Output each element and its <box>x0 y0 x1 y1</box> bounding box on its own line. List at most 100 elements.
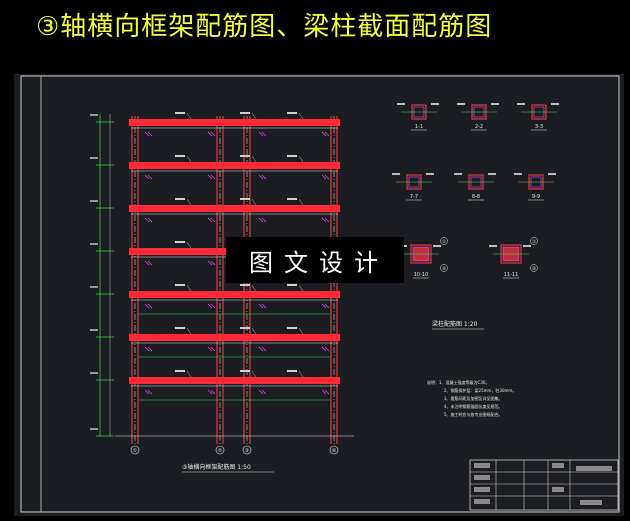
axis-bubble <box>242 445 252 455</box>
title-block <box>469 459 619 511</box>
rebar-annotation <box>175 370 185 372</box>
leader-line <box>251 284 257 292</box>
section-annotation <box>517 103 525 105</box>
elevation-mark <box>90 114 98 116</box>
section-annotation <box>426 173 434 175</box>
leader-line <box>186 327 192 335</box>
elevation-mark <box>90 372 98 374</box>
axis-marker-label: ② <box>218 448 223 454</box>
leader-line <box>186 370 192 378</box>
section-marker-label: ① <box>442 239 446 245</box>
stirrup-mark <box>207 346 216 352</box>
rebar-annotation <box>240 198 250 200</box>
section-annotation <box>548 173 556 175</box>
stirrup-mark <box>144 131 153 137</box>
rebar-annotation <box>240 284 250 286</box>
leader-line <box>251 198 257 206</box>
stirrup-mark <box>258 389 267 395</box>
leader-line <box>251 327 257 335</box>
section-marker-bubble <box>530 237 538 245</box>
notes-line: 2、钢筋保护层：梁25mm，柱30mm。 <box>444 387 516 393</box>
rebar-annotation <box>287 112 297 114</box>
stirrup-mark <box>321 174 330 180</box>
notes-line: 5、施工时应与各专业图纸配合。 <box>444 411 503 417</box>
rebar-annotation <box>287 327 297 329</box>
rebar-annotation <box>175 284 185 286</box>
stirrup-mark <box>321 346 330 352</box>
watermark-text: 图文设计 <box>249 248 389 277</box>
rebar-annotation <box>175 112 185 114</box>
elevation-mark <box>90 329 98 331</box>
stirrup-mark <box>207 389 216 395</box>
stirrup-mark <box>144 346 153 352</box>
section-label: 9-9 <box>532 194 540 200</box>
section-annotation <box>523 245 531 247</box>
stirrup-mark <box>144 260 153 266</box>
elevation-mark <box>90 286 98 288</box>
stirrup-mark <box>321 389 330 395</box>
beam <box>129 119 340 126</box>
section-marker-label: ② <box>532 266 536 272</box>
rebar-annotation <box>287 284 297 286</box>
leader-line <box>298 155 304 163</box>
leader-line <box>251 155 257 163</box>
stirrup-mark <box>144 174 153 180</box>
section-label: 11-11 <box>504 272 519 278</box>
stirrup-mark <box>258 217 267 223</box>
notes-line: 3、箍筋间距及加密区详见图集。 <box>444 395 503 401</box>
stirrup-mark <box>207 217 216 223</box>
page-title: ③轴横向框架配筋图、梁柱截面配筋图 <box>36 12 493 42</box>
stirrup-mark <box>258 174 267 180</box>
section-annotation <box>489 245 497 247</box>
stirrup-mark <box>321 303 330 309</box>
section-annotation <box>392 173 400 175</box>
stirrup-mark <box>207 174 216 180</box>
axis-bubble <box>130 445 140 455</box>
beam <box>129 291 340 298</box>
section-marker-bubble <box>440 264 448 272</box>
section-label: 8-8 <box>472 194 480 200</box>
notes-line: 说明：1、混凝土强度等级为C30。 <box>427 379 489 385</box>
general-notes: 说明：1、混凝土强度等级为C30。 2、钢筋保护层：梁25mm，柱30mm。 3… <box>427 379 516 417</box>
section-label: 2-2 <box>475 124 483 130</box>
leader-line <box>251 112 257 120</box>
axis-marker-label: ① <box>133 448 138 454</box>
title-banner: ③轴横向框架配筋图、梁柱截面配筋图 <box>0 0 630 48</box>
section-label: 1-1 <box>415 124 423 130</box>
stirrup-mark <box>258 131 267 137</box>
beam <box>129 162 340 169</box>
stirrup-mark <box>321 217 330 223</box>
elevation-mark <box>90 200 98 202</box>
rebar-annotation <box>287 198 297 200</box>
rebar-annotation <box>240 155 250 157</box>
section-marker-label: ② <box>442 266 446 272</box>
section-annotation <box>457 103 465 105</box>
rebar-annotation <box>240 327 250 329</box>
section-annotation <box>454 173 462 175</box>
section-annotation <box>491 103 499 105</box>
stirrup-mark <box>321 131 330 137</box>
leader-line <box>298 284 304 292</box>
rebar-annotation <box>175 241 185 243</box>
beam <box>129 334 340 341</box>
section-label: 7-7 <box>410 194 418 200</box>
rebar-annotation <box>240 370 250 372</box>
axis-bubble <box>329 445 339 455</box>
section-marker-bubble <box>440 237 448 245</box>
stirrup-mark <box>258 303 267 309</box>
elevation-mark <box>90 428 98 430</box>
axis-bubble <box>215 445 225 455</box>
beam <box>129 377 340 384</box>
frame-caption: ③轴横向框架配筋图 1:50 <box>182 463 251 471</box>
section-marker-bubble <box>530 264 538 272</box>
stirrup-mark <box>207 303 216 309</box>
section-annotation <box>488 173 496 175</box>
elevation-mark <box>90 157 98 159</box>
rebar-annotation <box>240 112 250 114</box>
rebar-annotation <box>175 327 185 329</box>
leader-line <box>251 370 257 378</box>
section-annotation <box>551 103 559 105</box>
